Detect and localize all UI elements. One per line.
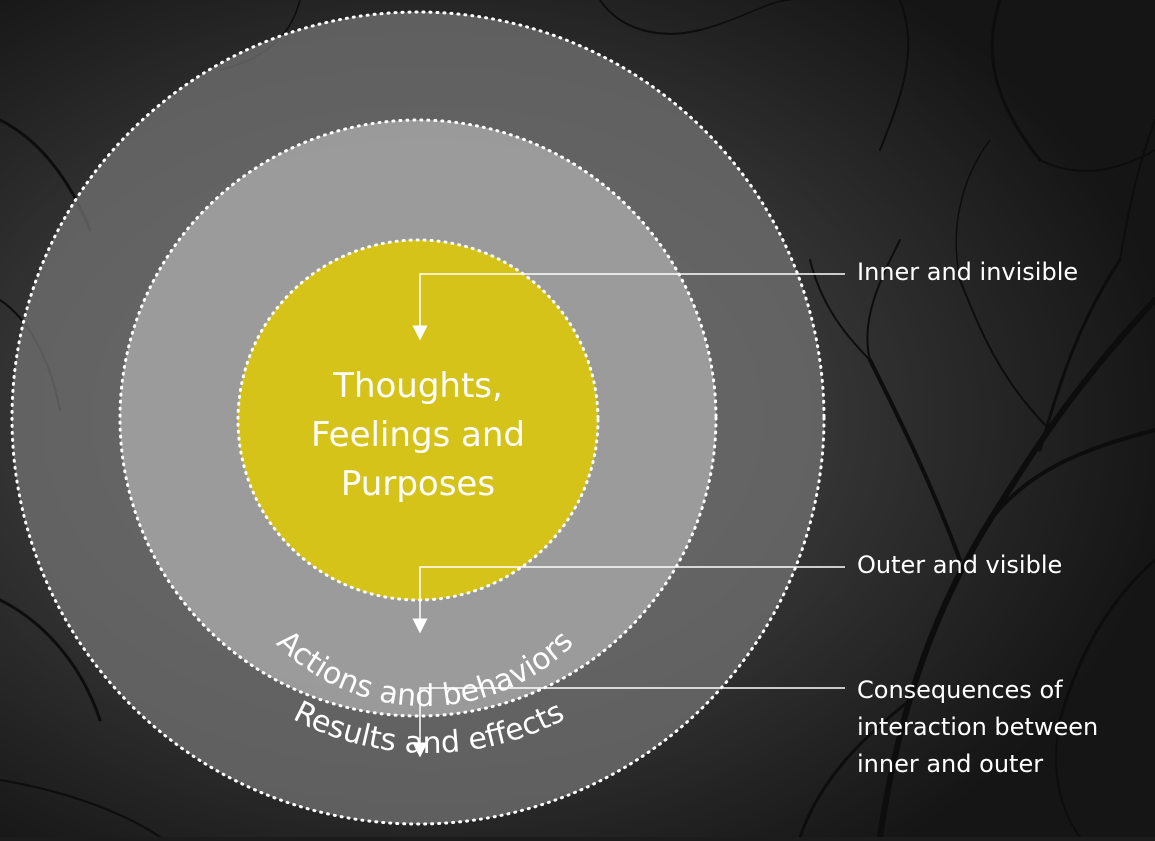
core-label-line: Feelings and [311,415,525,455]
callout-text: Outer and visible [857,551,1063,579]
core-circle [236,238,600,602]
callout-text-line: inner and outer [857,750,1044,778]
leader-inner [412,273,845,341]
callout-inner-invisible: Inner and invisible [857,258,1078,286]
leader-outer [412,566,845,634]
core-label-line: Thoughts, [332,366,503,406]
callout-leaders [412,273,845,758]
leader-consequences [412,687,845,758]
callout-outer-visible: Outer and visible [857,551,1062,579]
callout-consequences: Consequences of interaction between inne… [857,672,1098,783]
core-label: Thoughts, Feelings and Purposes [311,366,525,504]
callout-text-line: Consequences of [857,676,1063,704]
callout-text: Inner and invisible [857,258,1079,286]
callout-text-line: interaction between [857,713,1099,741]
core-label-line: Purposes [341,464,495,504]
